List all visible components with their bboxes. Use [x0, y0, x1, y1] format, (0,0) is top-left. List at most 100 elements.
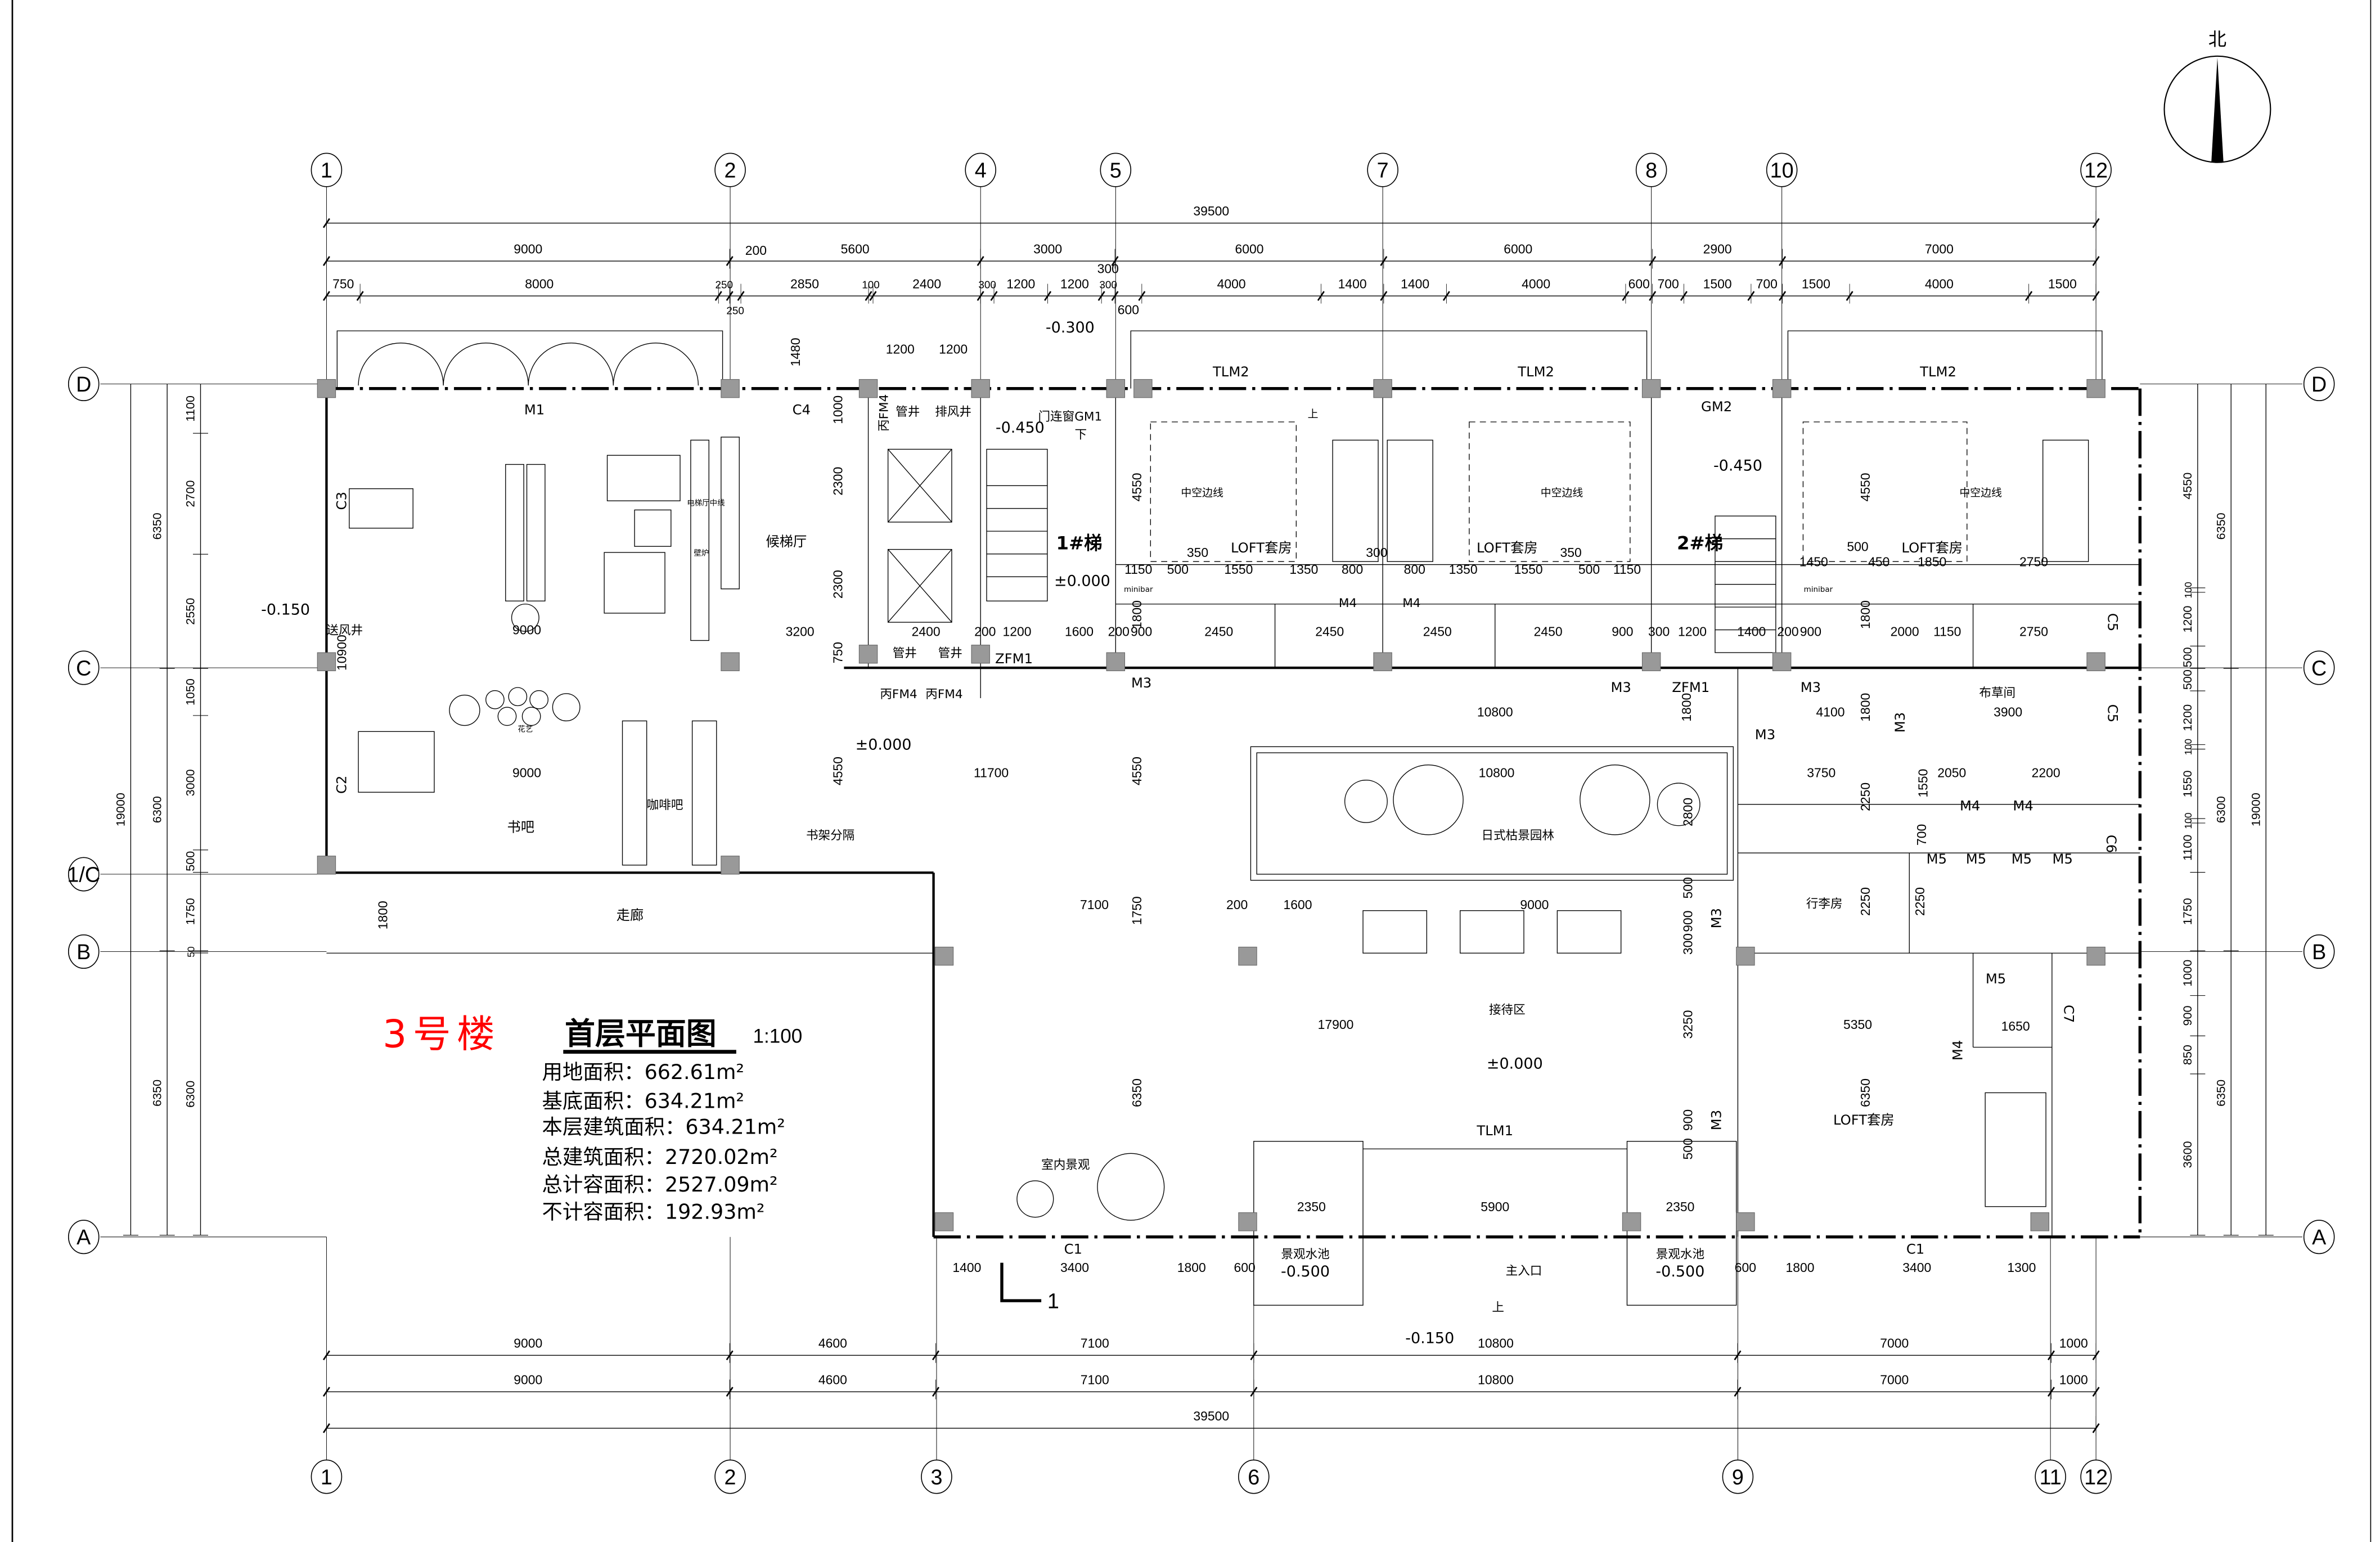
stair-1 [986, 448, 1048, 602]
plan-label: 中空边线 [1541, 487, 1583, 499]
dim-value: 600 [1118, 302, 1139, 317]
plan-label: LOFT套房 [1901, 540, 1963, 556]
area-label: 本层建筑面积： [542, 1114, 686, 1139]
area-value: 662.61m² [645, 1060, 744, 1084]
interior-dim-value: 350 [1187, 545, 1208, 560]
structural-column [1106, 652, 1126, 671]
axis-bottom-label: 3 [930, 1465, 942, 1489]
interior-dim-value: 1800 [1786, 1260, 1815, 1275]
plan-label: 走廊 [617, 907, 644, 923]
plan-label: 接待区 [1489, 1003, 1526, 1017]
dim-value: 1000 [2180, 960, 2194, 987]
dim-value: 3000 [183, 769, 197, 796]
axis-left-bubble [68, 650, 100, 685]
axis-bottom-label: 1 [321, 1465, 332, 1489]
dim-value: 1500 [1802, 277, 1830, 291]
dim-value: 750 [332, 277, 354, 291]
interior-dim-value: 9000 [512, 765, 541, 780]
plan-label: M5 [2012, 851, 2032, 867]
plan-label: C1 [1906, 1240, 1924, 1257]
interior-dim-value: 1800 [1130, 600, 1144, 629]
interior-dim-value: 1200 [886, 342, 915, 357]
dim-value: 6300 [150, 796, 164, 823]
plan-label: 书架分隔 [806, 829, 854, 843]
interior-dim-value: 1800 [1679, 693, 1694, 722]
plan-label: 布草间 [1979, 686, 2015, 700]
axis-top-label: 8 [1645, 159, 1657, 183]
axis-left-bubble [68, 934, 100, 969]
plan-label: 管井 [896, 405, 920, 419]
dim-value: 7000 [1880, 1372, 1909, 1387]
axis-top-label: 5 [1110, 159, 1122, 183]
interior-dim-value: 5900 [1481, 1199, 1509, 1214]
structural-column [721, 856, 740, 875]
interior-dim-value: 900 [1131, 624, 1152, 639]
interior-dim-value: 2250 [1858, 783, 1873, 811]
plan-label: C2 [334, 776, 350, 794]
plan-label: M4 [1950, 1040, 1966, 1060]
interior-dim-value: 1200 [1002, 624, 1031, 639]
dim-value: 4000 [1217, 277, 1246, 291]
plan-label: 管井 [893, 646, 917, 660]
interior-dim-value: 4550 [1130, 473, 1144, 502]
plan-label: 日式枯景园林 [1481, 829, 1554, 843]
structural-column [317, 379, 336, 398]
interior-dim-value: 200 [1777, 624, 1798, 639]
interior-dim-value: 10800 [1477, 704, 1513, 719]
structural-column [1373, 379, 1392, 398]
interior-dim-value: 500 [1578, 562, 1600, 577]
dim-value: 4000 [1925, 277, 1954, 291]
dim-value: 5600 [841, 242, 870, 257]
plan-label: 2#梯 [1677, 533, 1723, 554]
structural-column [858, 379, 878, 398]
interior-dim-value: 600 [1234, 1260, 1255, 1275]
interior-dim-value: 11700 [974, 765, 1009, 780]
plan-label: 咖啡吧 [647, 798, 683, 812]
axis-top-bubble [1635, 152, 1667, 187]
dim-value: 600 [1628, 277, 1650, 291]
interior-dim-value: 1150 [1124, 562, 1152, 577]
plan-label: LOFT套房 [1833, 1112, 1895, 1128]
plan-label: minibar [1124, 585, 1153, 594]
dim-value: 100 [2183, 812, 2194, 829]
interior-dim-value: 500 [1680, 1138, 1695, 1159]
plan-label: 中空边线 [1181, 487, 1223, 499]
dim-value: 4600 [818, 1336, 847, 1351]
plan-label: 丙FM4 [925, 687, 962, 702]
interior-dim-value: 3250 [1680, 1010, 1695, 1039]
interior-dim-value: 1550 [1224, 562, 1253, 577]
interior-dim-value: 6350 [1130, 1078, 1144, 1107]
dim-value: 1550 [2180, 770, 2194, 797]
plan-label: 门连窗GM1 [1038, 410, 1102, 424]
plan-label: C4 [793, 402, 811, 418]
structural-column [1641, 379, 1661, 398]
interior-dim-value: 2450 [1204, 624, 1233, 639]
dim-value: 7100 [1081, 1372, 1109, 1387]
dim-value: 2550 [183, 598, 197, 625]
interior-dim-value: 500 [1847, 539, 1868, 554]
interior-dim-value: 1480 [788, 338, 803, 366]
plan-label: M3 [1708, 1110, 1725, 1130]
area-value: 2720.02m² [665, 1145, 778, 1169]
axis-top-label: 4 [975, 159, 987, 183]
interior-dim-value: 1800 [375, 901, 390, 929]
interior-dim-value: 1000 [831, 395, 845, 424]
plan-label: M5 [2053, 851, 2073, 867]
plan-label: C5 [2105, 613, 2121, 631]
plan-label: 书吧 [507, 819, 534, 835]
dim-tick [322, 256, 330, 266]
plan-label: minibar [1804, 585, 1833, 594]
plan-label: M3 [1131, 675, 1151, 691]
area-value: 634.21m² [685, 1114, 785, 1139]
axis-bottom-label: 2 [725, 1465, 736, 1489]
plan-label: 景观水池 [1656, 1248, 1704, 1262]
plan-label: M4 [2013, 798, 2033, 814]
dim-value: 1750 [2180, 898, 2194, 925]
interior-dim-value: 900 [1800, 624, 1821, 639]
dim-value: 100 [2183, 582, 2194, 598]
plan-label: C3 [334, 492, 350, 510]
plan-label: -0.300 [1046, 319, 1095, 336]
axis-right-label: C [2311, 657, 2327, 681]
plan-label: ±0.000 [1054, 572, 1110, 590]
